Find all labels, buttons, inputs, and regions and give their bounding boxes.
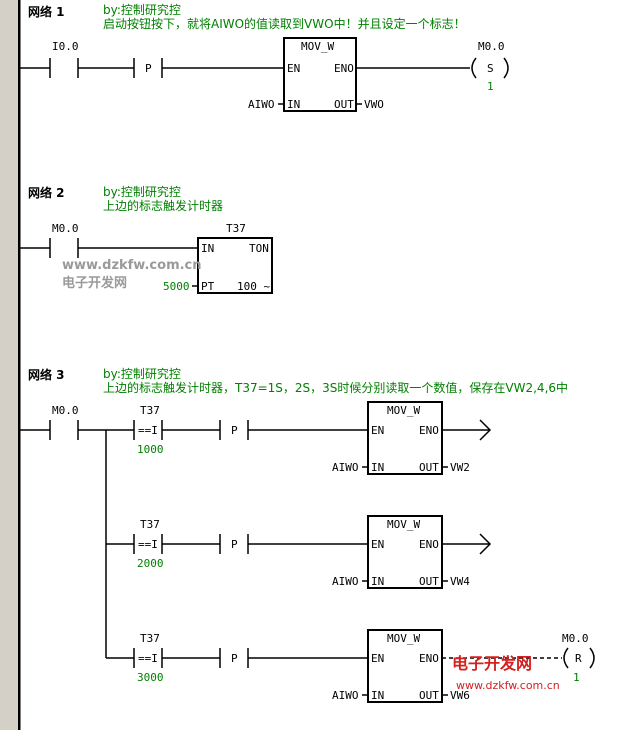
compare-timer: T37 [140, 632, 160, 645]
arrow-icon [479, 533, 492, 555]
out-pin: OUT [419, 689, 439, 702]
mov-w-box[interactable]: MOV_W EN ENO IN OUT [283, 37, 357, 112]
mov-w-box[interactable]: MOV_W EN ENO IN OUT [367, 515, 443, 589]
branch-2[interactable]: T37 ==I 2000 P MOV_W EN ENO IN OUT [133, 515, 492, 589]
out-operand: VW6 [450, 689, 470, 702]
in-pin: IN [371, 575, 384, 588]
compare-contact[interactable]: T37 ==I 1000 [133, 404, 164, 456]
coil-address: M0.0 [478, 40, 505, 53]
power-rail [18, 0, 20, 730]
reset-coil[interactable]: M0.0 R 1 [562, 632, 595, 684]
compare-timer: T37 [140, 518, 160, 531]
contact-i0-0[interactable]: I0.0 [49, 40, 79, 78]
timer-pt-pin: PT [201, 280, 215, 293]
branch-3[interactable]: T37 ==I 3000 P MOV_W EN ENO IN OUT [133, 629, 595, 703]
timer-base: 100 ~ [237, 280, 270, 293]
eno-pin: ENO [419, 652, 439, 665]
compare-value: 1000 [137, 443, 164, 456]
coil-type: S [487, 62, 494, 75]
network-1-title: 网络 1 [28, 4, 65, 19]
en-pin: EN [371, 424, 384, 437]
coil-type: R [575, 652, 582, 665]
contact-address: M0.0 [52, 222, 79, 235]
out-pin: OUT [419, 575, 439, 588]
contact-address: M0.0 [52, 404, 79, 417]
timer-t37-box[interactable]: T37 IN TON PT 100 ~ [197, 222, 273, 294]
box-name: MOV_W [387, 518, 420, 531]
network-2-comment: 上边的标志触发计时器 [103, 198, 223, 213]
p-contact[interactable]: P [219, 534, 249, 554]
out-operand: VWO [364, 98, 384, 111]
box-name: MOV_W [301, 40, 334, 53]
network-1-comment: 启动按钮按下，就将AIWO的值读取到VWO中！并且设定一个标志！ [103, 16, 466, 31]
p-contact[interactable]: P [219, 648, 249, 668]
in-operand: AIWO [332, 461, 359, 474]
watermark-url: www.dzkfw.com.cn [62, 258, 202, 273]
box-name: MOV_W [387, 632, 420, 645]
compare-op: ==I [138, 652, 158, 665]
mov-w-box[interactable]: MOV_W EN ENO IN OUT [367, 629, 443, 703]
in-operand: AIWO [332, 689, 359, 702]
watermark-logo: 电子开发网 [452, 654, 532, 673]
en-pin: EN [371, 538, 384, 551]
network-1-comment-author: by:控制研究控 [103, 2, 181, 17]
compare-op: ==I [138, 424, 158, 437]
out-pin: OUT [419, 461, 439, 474]
out-operand: VW2 [450, 461, 470, 474]
network-2-comment-author: by:控制研究控 [103, 184, 181, 199]
compare-contact[interactable]: T37 ==I 3000 [133, 632, 164, 684]
set-coil[interactable]: M0.0 S 1 [471, 40, 509, 93]
in-pin: IN [371, 461, 384, 474]
timer-type: TON [249, 242, 269, 255]
in-pin: IN [287, 98, 300, 111]
in-pin: IN [371, 689, 384, 702]
power-rail-margin [0, 0, 21, 730]
arrow-icon [479, 419, 492, 441]
timer-name: T37 [226, 222, 246, 235]
contact-address: I0.0 [52, 40, 79, 53]
coil-count: 1 [487, 80, 494, 93]
contact-m0-0[interactable]: M0.0 [49, 222, 79, 258]
out-operand: VW4 [450, 575, 470, 588]
eno-pin: ENO [419, 424, 439, 437]
watermark-logo-url: www.dzkfw.com.cn [456, 679, 560, 692]
network-3-comment: 上边的标志触发计时器，T37=1S，2S，3S时候分别读取一个数值，保存在VW2… [103, 380, 568, 395]
timer-in-pin: IN [201, 242, 214, 255]
compare-timer: T37 [140, 404, 160, 417]
watermark-site: 电子开发网 [62, 275, 127, 291]
p-label: P [145, 62, 152, 75]
p-label: P [231, 424, 238, 437]
in-operand: AIWO [332, 575, 359, 588]
coil-count: 1 [573, 671, 580, 684]
p-contact[interactable]: P [219, 420, 249, 440]
network-3-title: 网络 3 [28, 367, 65, 382]
branch-1[interactable]: T37 ==I 1000 P MOV_W EN ENO IN OUT [133, 401, 492, 475]
compare-value: 3000 [137, 671, 164, 684]
p-label: P [231, 538, 238, 551]
p-contact[interactable]: P [133, 58, 163, 78]
p-label: P [231, 652, 238, 665]
network-2[interactable]: 网络 2 by:控制研究控 上边的标志触发计时器 M0.0 T37 IN TON… [20, 184, 273, 294]
network-1[interactable]: 网络 1 by:控制研究控 启动按钮按下，就将AIWO的值读取到VWO中！并且设… [20, 2, 509, 112]
in-operand: AIWO [248, 98, 275, 111]
eno-pin: ENO [334, 62, 354, 75]
mov-w-box[interactable]: MOV_W EN ENO IN OUT [367, 401, 443, 475]
pt-value: 5000 [163, 280, 190, 293]
network-3[interactable]: 网络 3 by:控制研究控 上边的标志触发计时器，T37=1S，2S，3S时候分… [20, 366, 595, 703]
compare-value: 2000 [137, 557, 164, 570]
out-pin: OUT [334, 98, 354, 111]
compare-op: ==I [138, 538, 158, 551]
coil-address: M0.0 [562, 632, 589, 645]
box-name: MOV_W [387, 404, 420, 417]
eno-pin: ENO [419, 538, 439, 551]
compare-contact[interactable]: T37 ==I 2000 [133, 518, 164, 570]
network-2-title: 网络 2 [28, 185, 65, 200]
network-3-comment-author: by:控制研究控 [103, 366, 181, 381]
en-pin: EN [287, 62, 300, 75]
contact-m0-0[interactable]: M0.0 [49, 404, 79, 440]
en-pin: EN [371, 652, 384, 665]
